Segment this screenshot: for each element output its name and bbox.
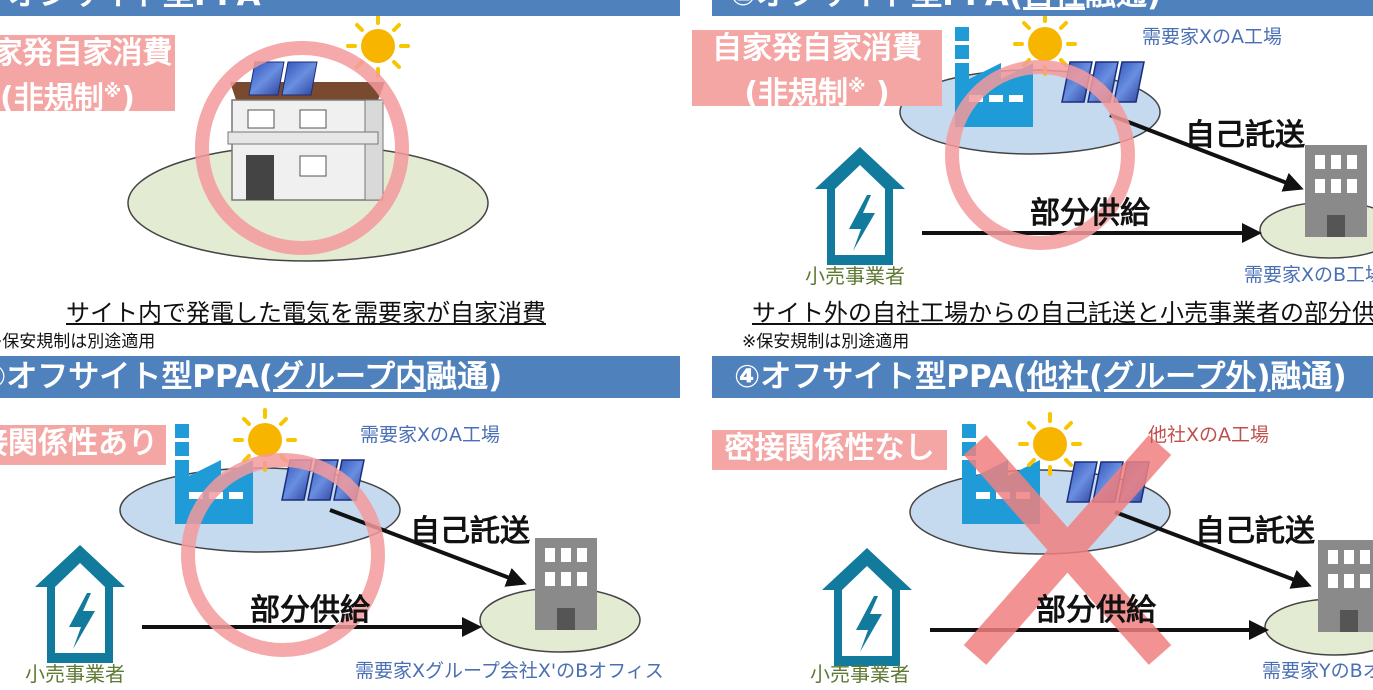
panel-2-dest-label: 需要家XのB工場	[1244, 264, 1373, 286]
panel-4-partial-supply: 部分供給	[1036, 593, 1156, 628]
panel-1-badge: 自家発自家消費 (非規制※)	[0, 35, 175, 116]
panel-3-factory-label: 需要家XのA工場	[360, 424, 501, 446]
panel-1-header: オンサイト型PPA	[0, 0, 680, 16]
panel-3-header: ③オフサイト型PPA(グループ内融通)	[0, 356, 680, 398]
panel-3-badge: 密接関係性あり	[0, 425, 166, 465]
permitted-ring	[945, 60, 1135, 250]
panel-3-retailer-label: 小売事業者	[25, 662, 125, 686]
permitted-ring	[195, 41, 409, 255]
panel-4-badge: 密接関係性なし	[712, 430, 947, 470]
panel-2-header: ②オフサイト型PPA(自社融通)	[712, 0, 1373, 16]
panel-2-caption: サイト外の自社工場からの自己託送と小売事業者の部分供給	[752, 299, 1373, 327]
panel-3-dest-label: 需要家Xグループ会社X'のBオフィス	[355, 660, 664, 682]
panel-1-caption: サイト内で発電した電気を需要家が自家消費	[66, 299, 546, 327]
panel-1-note: ※保安規制は別途適用	[0, 332, 156, 352]
panel-4-factory-label: 他社XのA工場	[1148, 424, 1270, 446]
panel-3-partial-supply: 部分供給	[250, 593, 370, 628]
panel-2-self-transmit: 自己託送	[1185, 118, 1305, 153]
house-icon	[227, 61, 385, 201]
not-permitted-cross-icon	[963, 435, 1172, 665]
panel-4-header: ④オフサイト型PPA(他社(グループ外)融通)	[712, 356, 1373, 398]
panel-2-retailer-label: 小売事業者	[805, 264, 905, 288]
permitted-ring	[181, 453, 385, 657]
panel-2-partial-supply: 部分供給	[1030, 196, 1150, 231]
panel-2-note: ※保安規制は別途適用	[742, 332, 910, 352]
panel-4-self-transmit: 自己託送	[1195, 514, 1315, 549]
panel-3-self-transmit: 自己託送	[410, 514, 530, 549]
panel-2-factory-label: 需要家XのA工場	[1142, 26, 1283, 48]
panel-2-badge: 自家発自家消費 (非規制※ )	[692, 30, 942, 111]
panel-4-retailer-label: 小売事業者	[810, 662, 910, 686]
panel-4-dest-label: 需要家YのBオフィス	[1262, 660, 1373, 682]
